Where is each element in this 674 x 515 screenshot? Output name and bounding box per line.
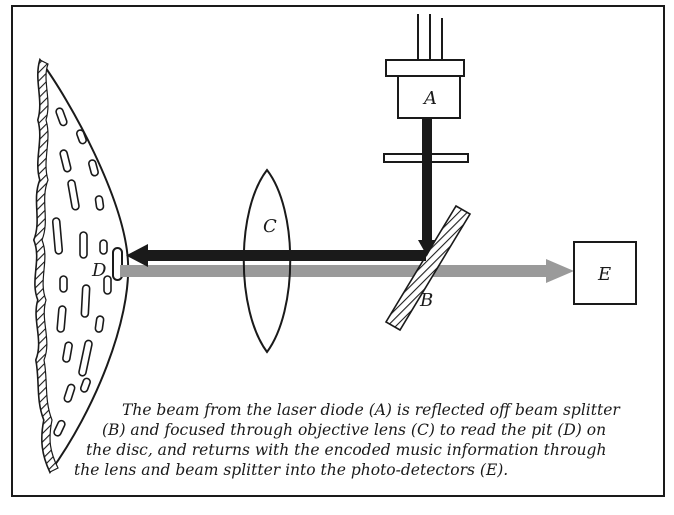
laser-beam bbox=[126, 118, 436, 267]
label-e: E bbox=[597, 264, 611, 285]
caption-line: The beam from the laser diode (A) is ref… bbox=[122, 401, 620, 419]
beam-splitter bbox=[384, 204, 472, 332]
disc-pits bbox=[51, 107, 112, 437]
pit-d bbox=[112, 247, 123, 281]
figure-caption: The beam from the laser diode (A) is ref… bbox=[72, 400, 632, 480]
caption-line: the disc, and returns with the encoded m… bbox=[86, 441, 607, 459]
label-a: A bbox=[422, 88, 437, 109]
caption-line: the lens and beam splitter into the phot… bbox=[74, 461, 509, 479]
label-b: B bbox=[419, 290, 433, 311]
caption-line: (B) and focused through objective lens (… bbox=[102, 421, 607, 439]
objective-lens bbox=[242, 168, 292, 354]
figure-frame bbox=[11, 5, 665, 497]
photo-detector bbox=[573, 241, 637, 305]
return-beam bbox=[120, 259, 574, 283]
label-d: D bbox=[91, 260, 107, 281]
label-c: C bbox=[263, 216, 277, 237]
disc bbox=[32, 57, 130, 474]
